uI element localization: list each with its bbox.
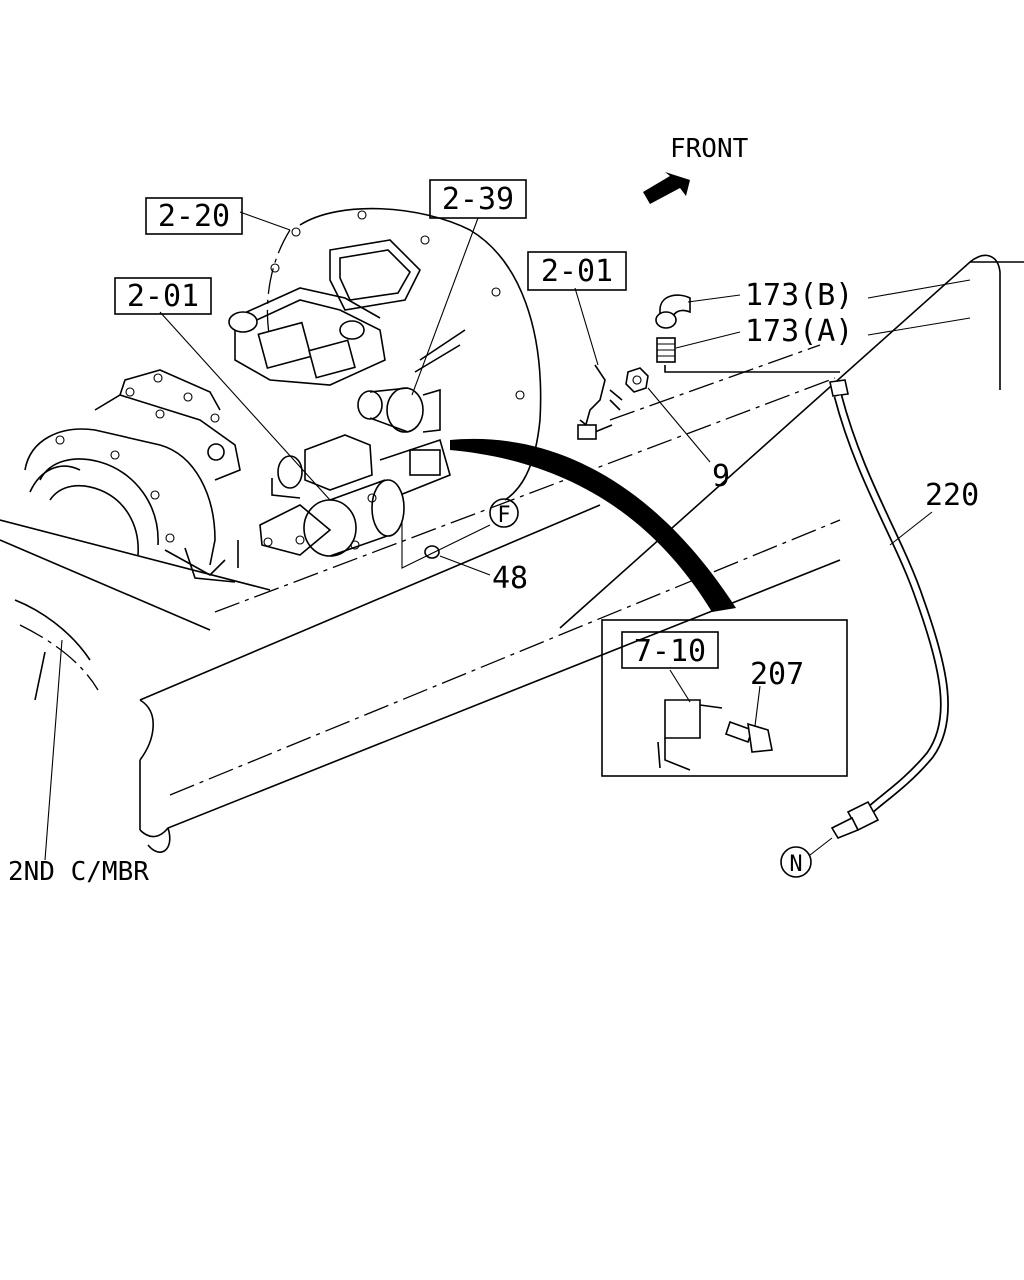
- member-label: 2ND C/MBR: [8, 857, 149, 887]
- ref-box-2-01-right: 2-01: [527, 251, 627, 291]
- front-direction-arrow-icon: [643, 172, 690, 204]
- part-label-9: 9: [712, 459, 730, 494]
- shift-tower-assembly: [228, 239, 421, 386]
- elbow-fitting-173b: [655, 294, 691, 329]
- callout-f: F: [489, 498, 519, 528]
- ref-label-2-01-right: 2-01: [541, 254, 613, 289]
- frame-rail-lower: [0, 504, 841, 853]
- callout-label-n: N: [789, 852, 802, 877]
- leader-lines: [44, 211, 971, 861]
- sensor-cable-220: [664, 365, 949, 839]
- sensor-bracket: [577, 364, 623, 440]
- frame-rail-upper: [29, 254, 1024, 629]
- callout-label-f: F: [497, 503, 510, 528]
- connector-fitting-173a: [656, 337, 676, 363]
- ref-label-2-20: 2-20: [158, 199, 230, 234]
- ref-label-2-39: 2-39: [442, 182, 514, 217]
- ref-label-2-01-left: 2-01: [127, 279, 199, 314]
- bolt-207: [724, 720, 773, 753]
- part-label-220: 220: [925, 478, 979, 513]
- shift-actuator: [357, 329, 466, 433]
- part-label-207: 207: [750, 657, 804, 692]
- nut-9: [625, 367, 649, 393]
- transmission-case: [24, 369, 241, 583]
- detail-arrow: [450, 438, 736, 612]
- front-label: FRONT: [670, 134, 749, 164]
- ref-box-2-20: 2-20: [145, 197, 243, 235]
- second-cross-member: [14, 599, 99, 701]
- ref-box-7-10: 7-10: [621, 631, 719, 669]
- callout-n: N: [780, 846, 812, 878]
- ref-box-2-01-left: 2-01: [114, 277, 212, 315]
- ref-box-2-39: 2-39: [429, 179, 527, 219]
- starter-motor: [259, 479, 405, 557]
- part-label-173a: 173(A): [745, 314, 853, 349]
- ref-label-7-10: 7-10: [634, 634, 706, 669]
- part-label-48: 48: [492, 561, 528, 596]
- clutch-booster: [271, 434, 451, 499]
- part-label-173b: 173(B): [745, 278, 853, 313]
